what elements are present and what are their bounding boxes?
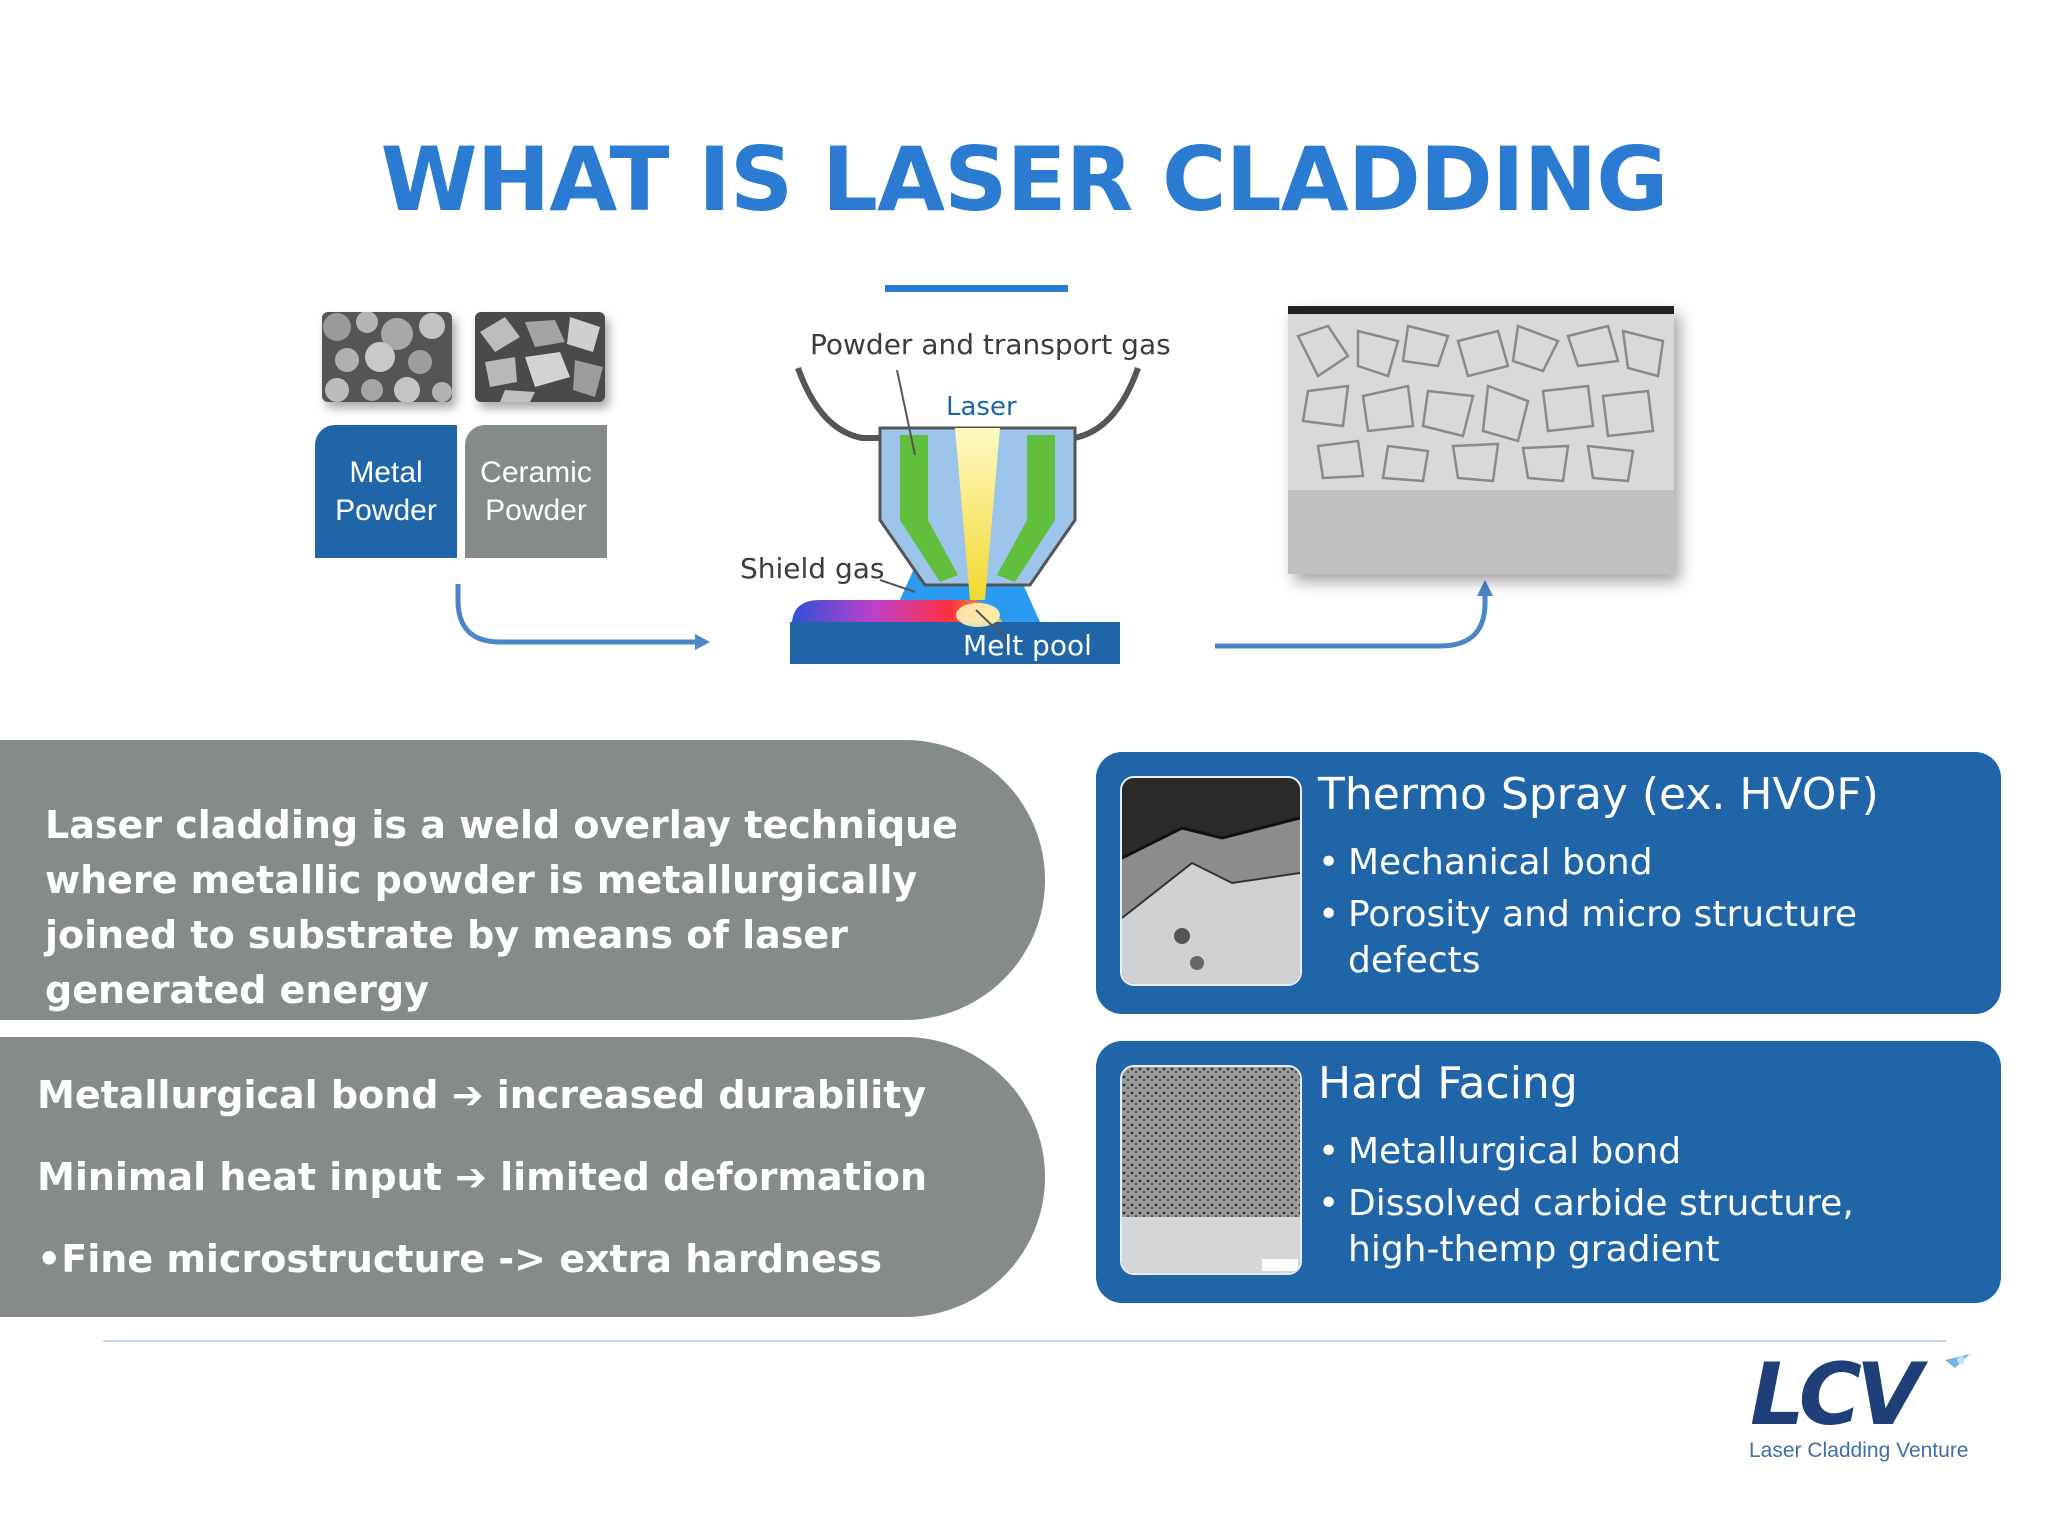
- svg-text:LCV: LCV: [1750, 1352, 1929, 1432]
- melt-pool-label: Melt pool: [963, 629, 1092, 662]
- page-title: WHAT IS LASER CLADDING: [380, 128, 1669, 231]
- laser-label: Laser: [946, 392, 1017, 422]
- metal-powder-box: Metal Powder: [315, 425, 457, 558]
- benefit-item: Metallurgical bond ➔ increased durabilit…: [37, 1073, 927, 1117]
- thermo-spray-title: Thermo Spray (ex. HVOF): [1318, 769, 1879, 820]
- logo-tagline: Laser Cladding Venture: [1749, 1439, 1969, 1462]
- ceramic-powder-image: [475, 312, 605, 402]
- ceramic-powder-label: Ceramic Powder: [480, 455, 592, 527]
- benefit-item: Minimal heat input ➔ limited deformation: [37, 1155, 928, 1199]
- hard-facing-bullet: Metallurgical bond: [1318, 1129, 1988, 1175]
- flow-arrow-right: [1215, 580, 1493, 649]
- hard-facing-title: Hard Facing: [1318, 1058, 1578, 1109]
- nozzle-diagram: [790, 366, 1141, 664]
- lcv-logo: LCV Laser Cladding Venture: [1745, 1345, 1985, 1462]
- shield-gas-label: Shield gas: [740, 552, 885, 585]
- thermo-spray-card: Thermo Spray (ex. HVOF) Mechanical bond …: [1096, 752, 2001, 1014]
- hard-facing-micrograph: [1120, 1065, 1302, 1275]
- flow-arrow-left: [455, 584, 710, 650]
- ceramic-powder-box: Ceramic Powder: [465, 425, 607, 558]
- thermo-spray-bullet: Mechanical bond: [1318, 840, 1988, 886]
- benefits-panel: Metallurgical bond ➔ increased durabilit…: [0, 1037, 1045, 1317]
- clad-micrograph-image: [1288, 306, 1674, 574]
- hard-facing-card: Hard Facing Metallurgical bond Dissolved…: [1096, 1041, 2001, 1303]
- title-underline: [885, 285, 1068, 292]
- definition-text: Laser cladding is a weld overlay techniq…: [45, 803, 958, 1012]
- definition-panel: Laser cladding is a weld overlay techniq…: [0, 740, 1045, 1020]
- hard-facing-bullet: Dissolved carbide structure, high-themp …: [1318, 1181, 1948, 1273]
- benefit-item: •Fine microstructure -> extra hardness: [37, 1237, 882, 1281]
- footer-divider: [103, 1340, 1946, 1342]
- lcv-logo-mark: LCV: [1750, 1345, 1970, 1445]
- metal-powder-image: [322, 312, 452, 402]
- thermo-spray-bullet: Porosity and micro structure defects: [1318, 892, 1988, 984]
- metal-powder-label: Metal Powder: [335, 455, 437, 527]
- thermo-spray-micrograph: [1120, 776, 1302, 986]
- powder-gas-label: Powder and transport gas: [810, 328, 1171, 361]
